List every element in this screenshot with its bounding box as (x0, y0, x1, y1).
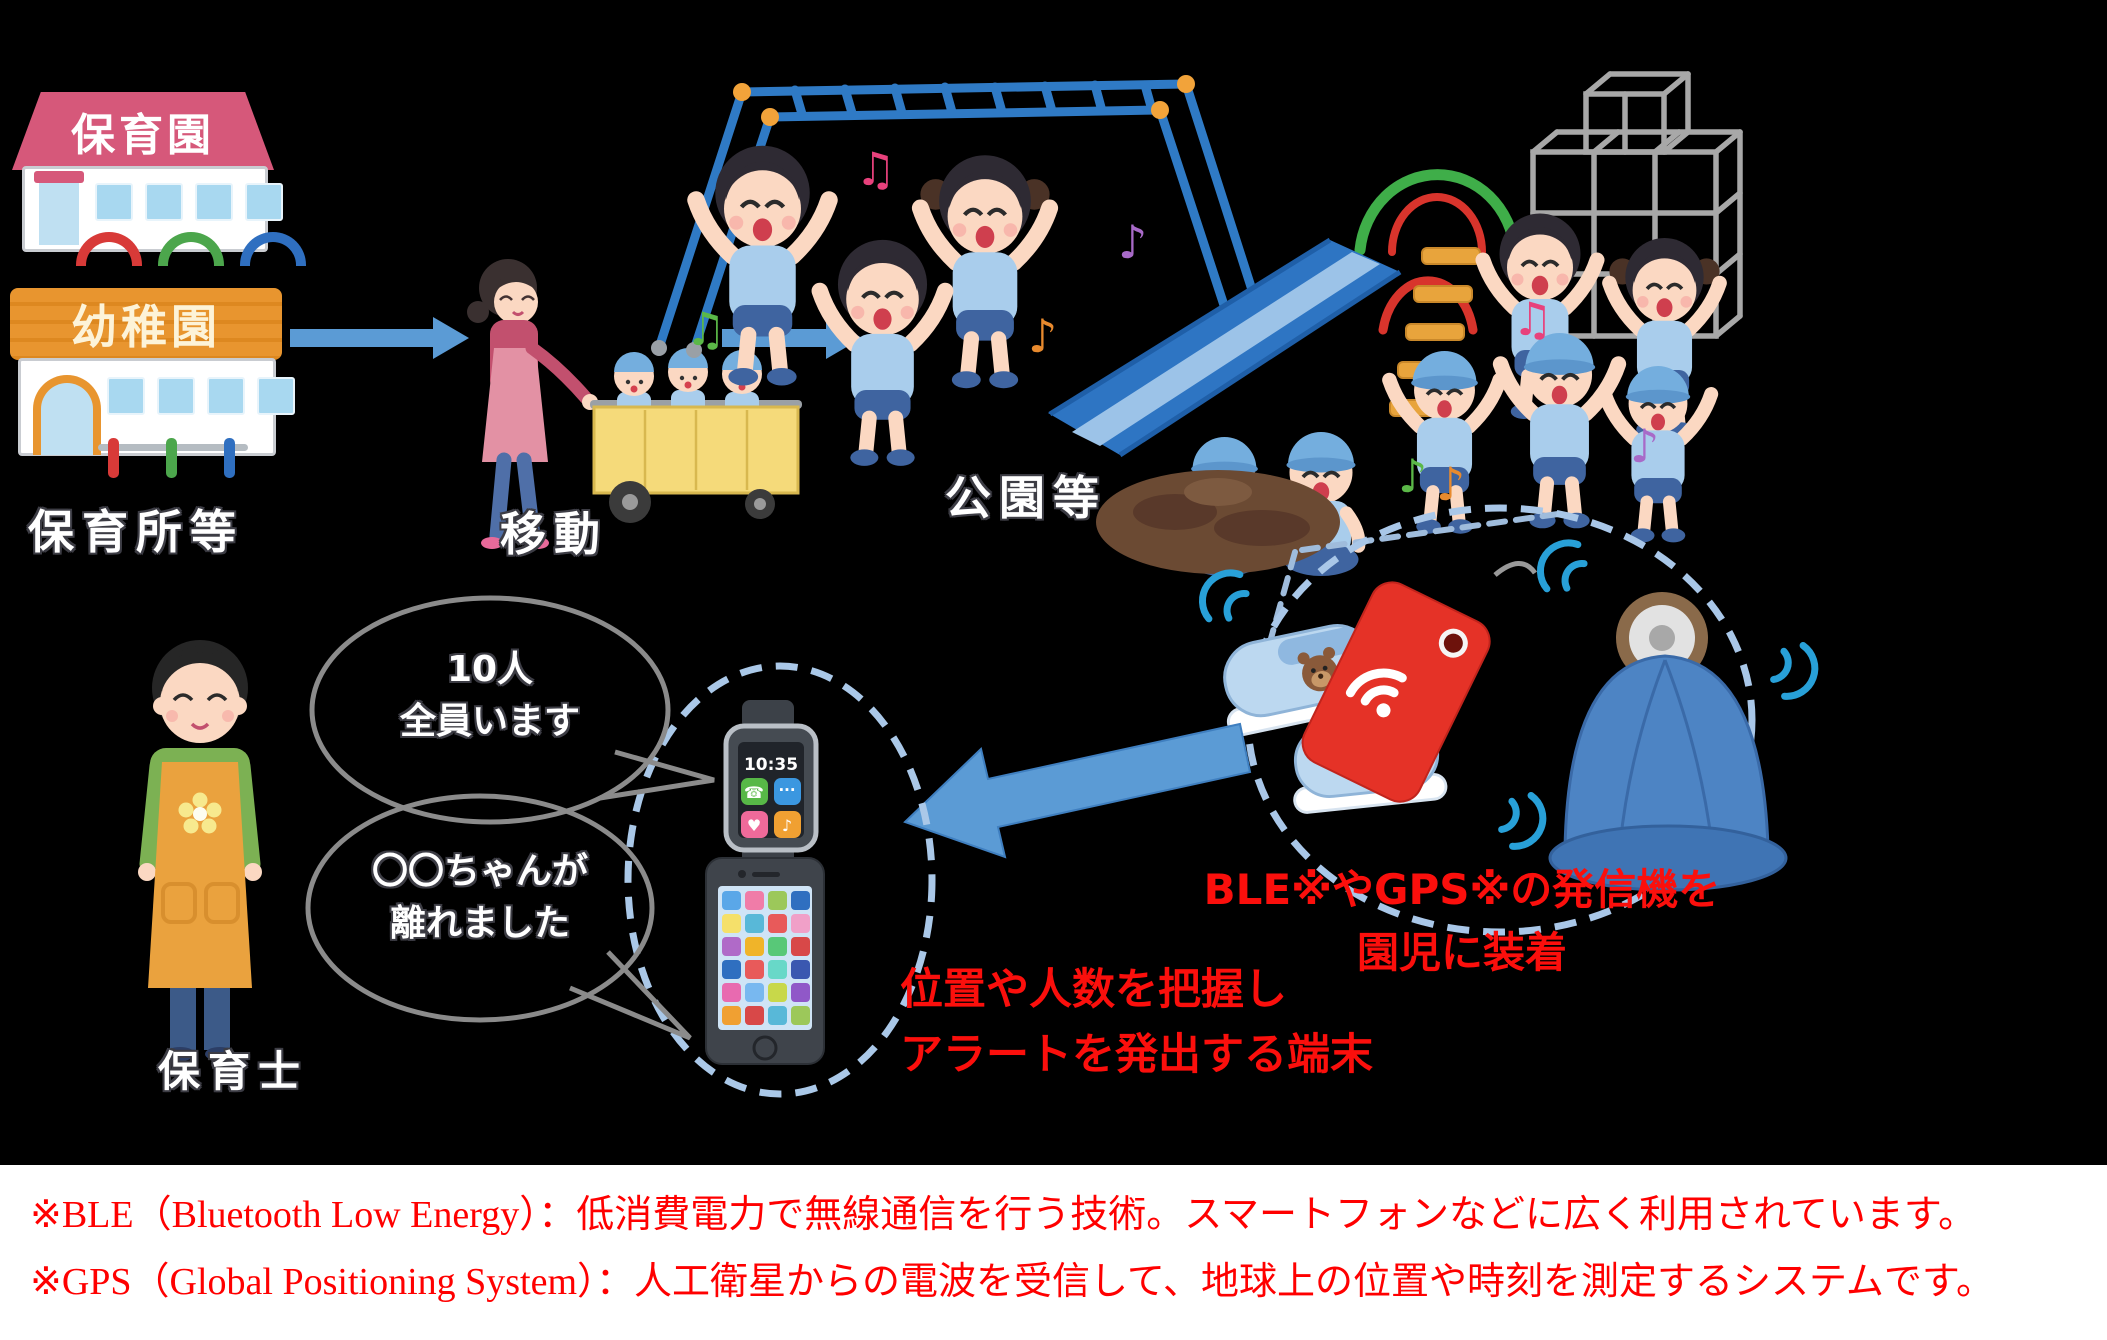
phone-app-icon: ☎ (744, 783, 764, 802)
smartwatch-illustration: 10:35 ☎ ··· ♥ ♪ (723, 700, 819, 875)
smartphone-illustration (705, 857, 825, 1065)
nursery-sign: 保育園 (71, 110, 215, 161)
kindergarten-sign: 幼稚園 (71, 300, 221, 354)
watch-time: 10:35 (744, 755, 798, 775)
footnote-ble: ※BLE（Bluetooth Low Energy）：低消費電力で無線通信を行う… (30, 1194, 1977, 1236)
bubble-headcount-text: 10人 全員います (312, 644, 668, 748)
music-app-icon: ♪ (782, 816, 792, 835)
kindergarten-door (33, 375, 101, 455)
window (157, 377, 195, 415)
arch-blue (240, 232, 306, 266)
kindergarten-body (18, 358, 295, 456)
svg-text:♫: ♫ (685, 302, 726, 356)
window (145, 183, 183, 221)
nursery-school-building: 保育園 (12, 92, 306, 272)
gps-hat-illustration (1548, 592, 1788, 892)
svg-text:♪: ♪ (1630, 419, 1659, 473)
terminal-zone-dashed-ellipse (624, 662, 936, 1098)
bubble-headcount-line2: 全員います (399, 701, 580, 743)
svg-text:♪: ♪ (1436, 457, 1465, 511)
arch-green (158, 232, 224, 266)
caregiver-illustration (138, 640, 262, 1061)
bubble-alert-text: 〇〇ちゃんが 離れました (305, 846, 655, 950)
signal-waves-icon (1770, 640, 1823, 703)
phone-app-grid (722, 891, 810, 1025)
speech-bubbles (305, 595, 715, 1041)
caption-park: 公園等 (945, 471, 1107, 525)
svg-text:♪: ♪ (1398, 449, 1427, 503)
nursery-door (34, 171, 84, 245)
window (245, 183, 283, 221)
nursery-body (22, 166, 283, 252)
callout-dashed-lines (1267, 511, 1561, 645)
footnote-panel: ※BLE（Bluetooth Low Energy）：低消費電力で無線通信を行う… (0, 1165, 2107, 1340)
caption-caregiver: 保育士 (158, 1047, 309, 1096)
chat-app-icon: ··· (778, 781, 795, 799)
arrow-to-park (722, 317, 862, 359)
window (257, 377, 295, 415)
footnote-gps: ※GPS（Global Positioning System）：人工衛星からの電… (30, 1261, 1995, 1303)
arch-red (76, 232, 142, 266)
signal-waves-icon (1498, 790, 1551, 853)
label-attach-line1: BLE※やGPS※の発信機を (1203, 865, 1721, 914)
svg-text:♫: ♫ (855, 142, 896, 196)
kindergarten-signboard: 幼稚園 (10, 288, 282, 360)
nursery-roof: 保育園 (12, 92, 274, 170)
bubble-headcount-line1: 10人 (446, 649, 534, 690)
playground-slide (1048, 169, 1521, 458)
arrow-devices-to-terminal (903, 722, 1252, 859)
window (195, 183, 233, 221)
label-terminal-line2: アラートを発出する端末 (900, 1029, 1373, 1080)
caption-nurseries: 保育所等 (28, 505, 244, 559)
bubble-alert-line2: 離れました (389, 903, 570, 945)
label-terminal-line1: 位置や人数を把握し (900, 965, 1287, 1015)
svg-text:♫: ♫ (1512, 292, 1553, 346)
kindergarten-building: 幼稚園 (10, 288, 295, 480)
sandbox-children (1096, 432, 1359, 576)
bubble-alert-line1: 〇〇ちゃんが (371, 851, 588, 892)
apron-flower-icon (178, 792, 222, 834)
window (107, 377, 145, 415)
playground-bars (98, 438, 248, 478)
svg-text:♪: ♪ (1028, 309, 1057, 363)
caption-transfer: 移動 (500, 507, 608, 561)
heart-app-icon: ♥ (747, 816, 761, 835)
label-terminal: 位置や人数を把握し アラートを発出する端末 (900, 958, 1373, 1087)
music-note-icons: ♫ ♫ ♪ ♪ ♫ ♪ ♪ ♪ (685, 142, 1659, 511)
label-attach-line2: 園児に装着 (1356, 928, 1567, 977)
window (207, 377, 245, 415)
ble-tag-illustration (1301, 561, 1538, 803)
label-attach: BLE※やGPS※の発信機を 園児に装着 (1100, 858, 1824, 984)
window (95, 183, 133, 221)
svg-text:♪: ♪ (1118, 215, 1147, 269)
arrow-to-transfer (290, 317, 469, 359)
signal-waves-icon (1530, 533, 1591, 598)
